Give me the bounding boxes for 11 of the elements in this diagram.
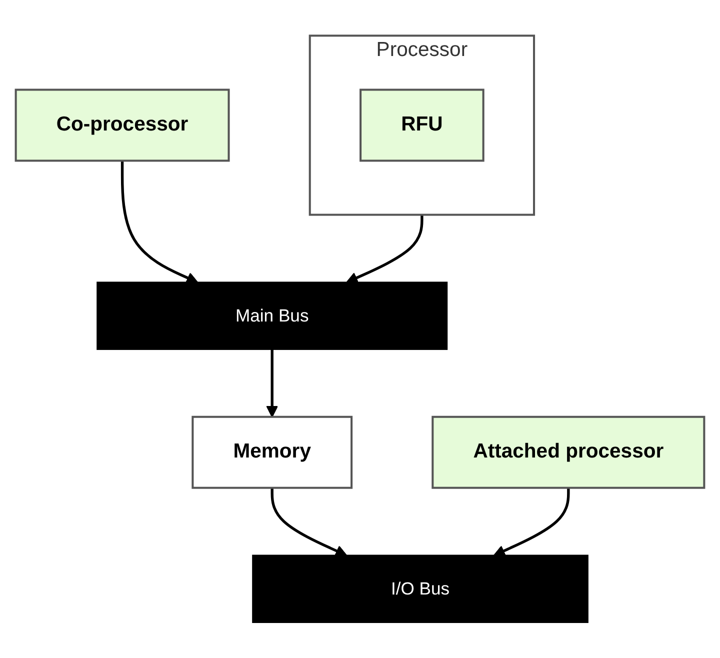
arrow [266,349,278,418]
arrow [120,160,198,284]
node-box: I/O Bus [252,554,588,623]
node-box: Co-processor [14,88,230,162]
arrow [493,488,570,556]
arrow [270,488,348,556]
node-box: Attached processor [432,416,706,489]
node-box: Main Bus [96,282,448,350]
node-box: RFU [360,88,484,162]
node-box: Memory [192,416,353,489]
arrow [346,214,424,284]
